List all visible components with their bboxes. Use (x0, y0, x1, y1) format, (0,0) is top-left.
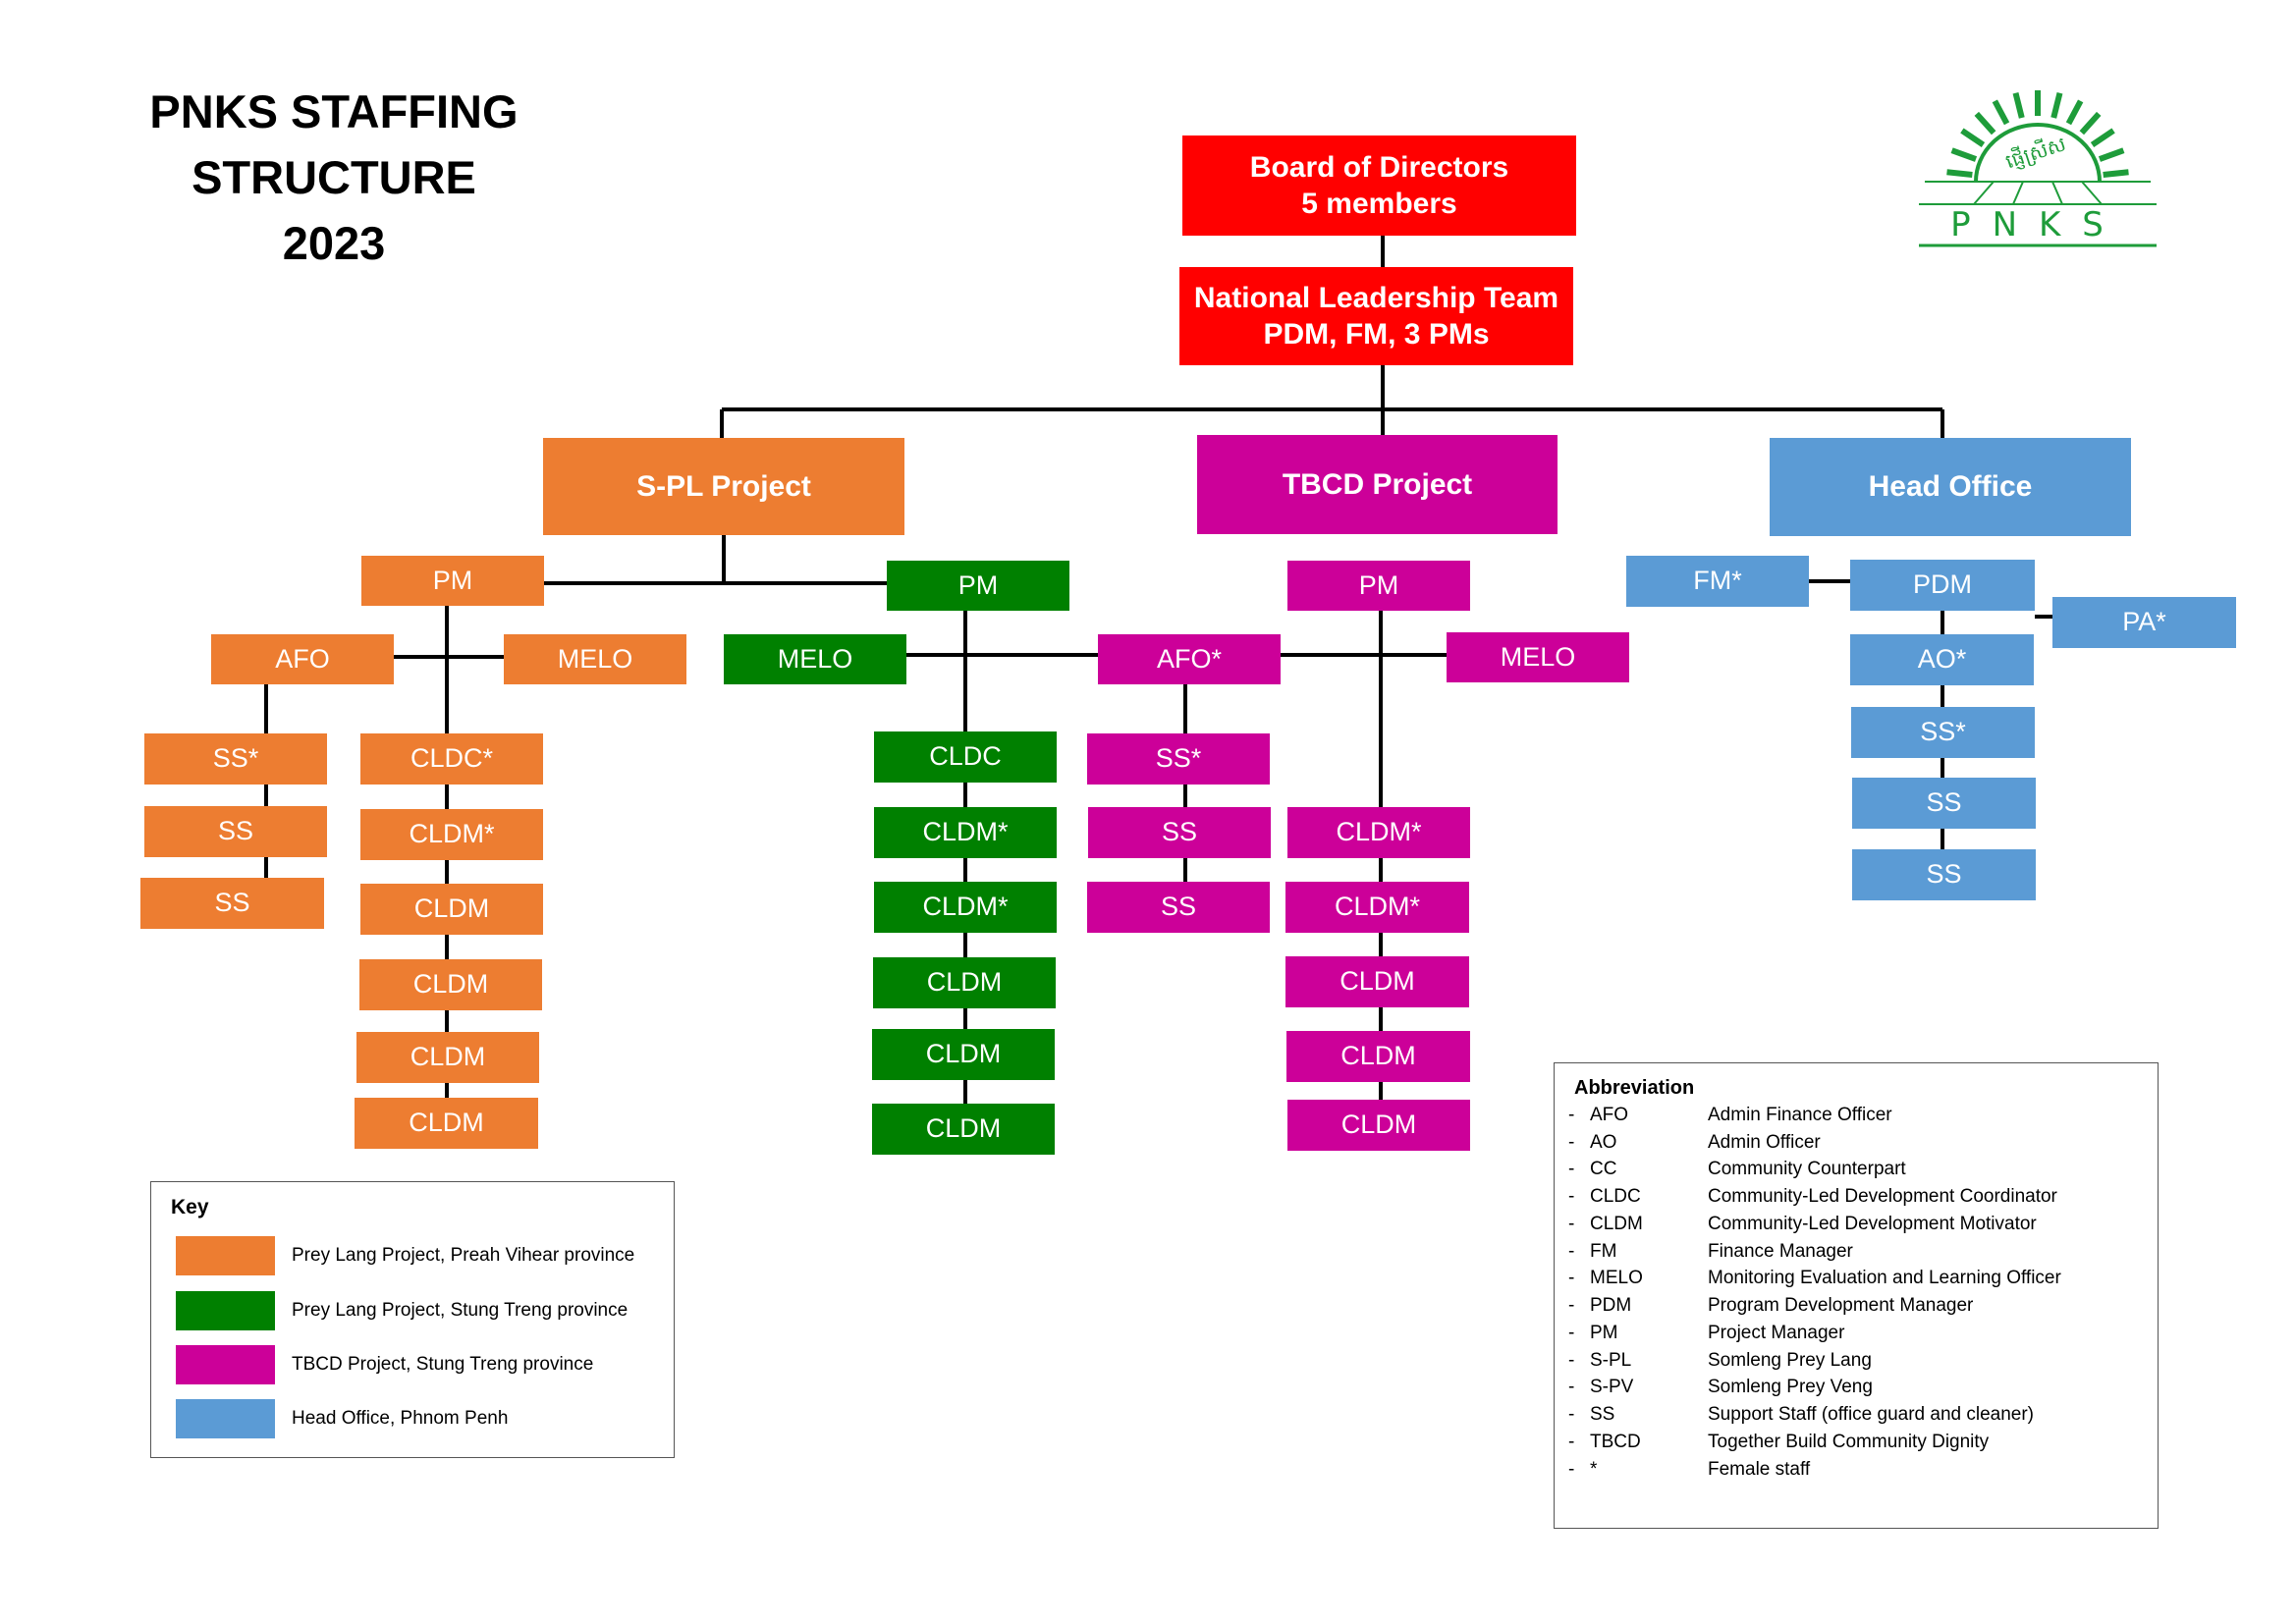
blue-pa-box: PA* (2052, 597, 2236, 648)
green-cldm-box-4: CLDM (872, 1029, 1055, 1080)
blue-pdm-box: PDM (1850, 560, 2035, 611)
green-cldm-box-5: CLDM (872, 1104, 1055, 1155)
key-swatch-orange (176, 1236, 275, 1275)
magenta-melo-box: MELO (1447, 632, 1629, 682)
title-line-3: 2023 (282, 217, 386, 269)
orange-ss-box-3: SS (140, 878, 324, 929)
key-item: Head Office, Phnom Penh (176, 1399, 508, 1438)
national-leadership-team-box: National Leadership Team PDM, FM, 3 PMs (1179, 267, 1573, 365)
key-item: Prey Lang Project, Stung Treng province (176, 1291, 628, 1330)
blue-fm-box: FM* (1626, 556, 1809, 607)
abbreviation-row: -*Female staff (1568, 1459, 1811, 1480)
svg-text:ផ្ញើស្រីស: ផ្ញើស្រីស (2002, 131, 2069, 173)
pnks-logo: ផ្ញើស្រីស PNKS (1919, 90, 2157, 247)
magenta-cldm-box-5: CLDM (1287, 1100, 1470, 1151)
green-melo-box: MELO (724, 634, 906, 684)
orange-ss-box-2: SS (144, 806, 327, 857)
green-pm-box: PM (887, 561, 1069, 611)
key-swatch-magenta (176, 1345, 275, 1384)
magenta-ss-box-3: SS (1087, 882, 1270, 933)
orange-ss-box-1: SS* (144, 733, 327, 785)
orange-cldc-box: CLDC* (360, 733, 543, 785)
title-line-2: STRUCTURE (191, 151, 476, 203)
blue-ss-box-2: SS (1852, 778, 2036, 829)
green-cldm-box-1: CLDM* (874, 807, 1057, 858)
orange-cldm-box-4: CLDM (356, 1032, 539, 1083)
head-office-box: Head Office (1770, 438, 2131, 536)
tbcd-project-box: TBCD Project (1197, 435, 1558, 534)
magenta-cldm-box-4: CLDM (1286, 1031, 1470, 1082)
board-of-directors-box: Board of Directors 5 members (1182, 135, 1576, 236)
orange-cldm-box-5: CLDM (355, 1098, 538, 1149)
magenta-ss-box-1: SS* (1087, 733, 1270, 785)
magenta-afo-box: AFO* (1098, 634, 1281, 684)
key-swatch-blue (176, 1399, 275, 1438)
logo-text: PNKS (1950, 205, 2125, 244)
orange-cldm-box-1: CLDM* (360, 809, 543, 860)
magenta-pm-box: PM (1287, 561, 1470, 611)
orange-afo-box: AFO (211, 634, 394, 684)
orange-cldm-box-2: CLDM (360, 884, 543, 935)
abbreviation-title: Abbreviation (1574, 1077, 1695, 1099)
orange-pm-box: PM (361, 556, 544, 606)
spl-project-box: S-PL Project (543, 438, 904, 535)
key-item: Prey Lang Project, Preah Vihear province (176, 1236, 634, 1275)
blue-ao-box: AO* (1850, 634, 2034, 685)
blue-ss-box-1: SS* (1851, 707, 2035, 758)
key-item: TBCD Project, Stung Treng province (176, 1345, 593, 1384)
key-legend: Key Prey Lang Project, Preah Vihear prov… (150, 1181, 675, 1458)
magenta-cldm-box-3: CLDM (1285, 956, 1469, 1007)
green-cldc-box: CLDC (874, 731, 1057, 783)
green-cldm-box-3: CLDM (873, 957, 1056, 1008)
key-swatch-green (176, 1291, 275, 1330)
title-line-1: PNKS STAFFING (149, 85, 519, 137)
chart-title: PNKS STAFFING STRUCTURE 2023 (128, 79, 540, 276)
blue-ss-box-3: SS (1852, 849, 2036, 900)
magenta-cldm-box-2: CLDM* (1285, 882, 1469, 933)
orange-melo-box: MELO (504, 634, 686, 684)
key-title: Key (171, 1196, 209, 1218)
green-cldm-box-2: CLDM* (874, 882, 1057, 933)
magenta-ss-box-2: SS (1088, 807, 1271, 858)
magenta-cldm-box-1: CLDM* (1287, 807, 1470, 858)
orange-cldm-box-3: CLDM (359, 959, 542, 1010)
